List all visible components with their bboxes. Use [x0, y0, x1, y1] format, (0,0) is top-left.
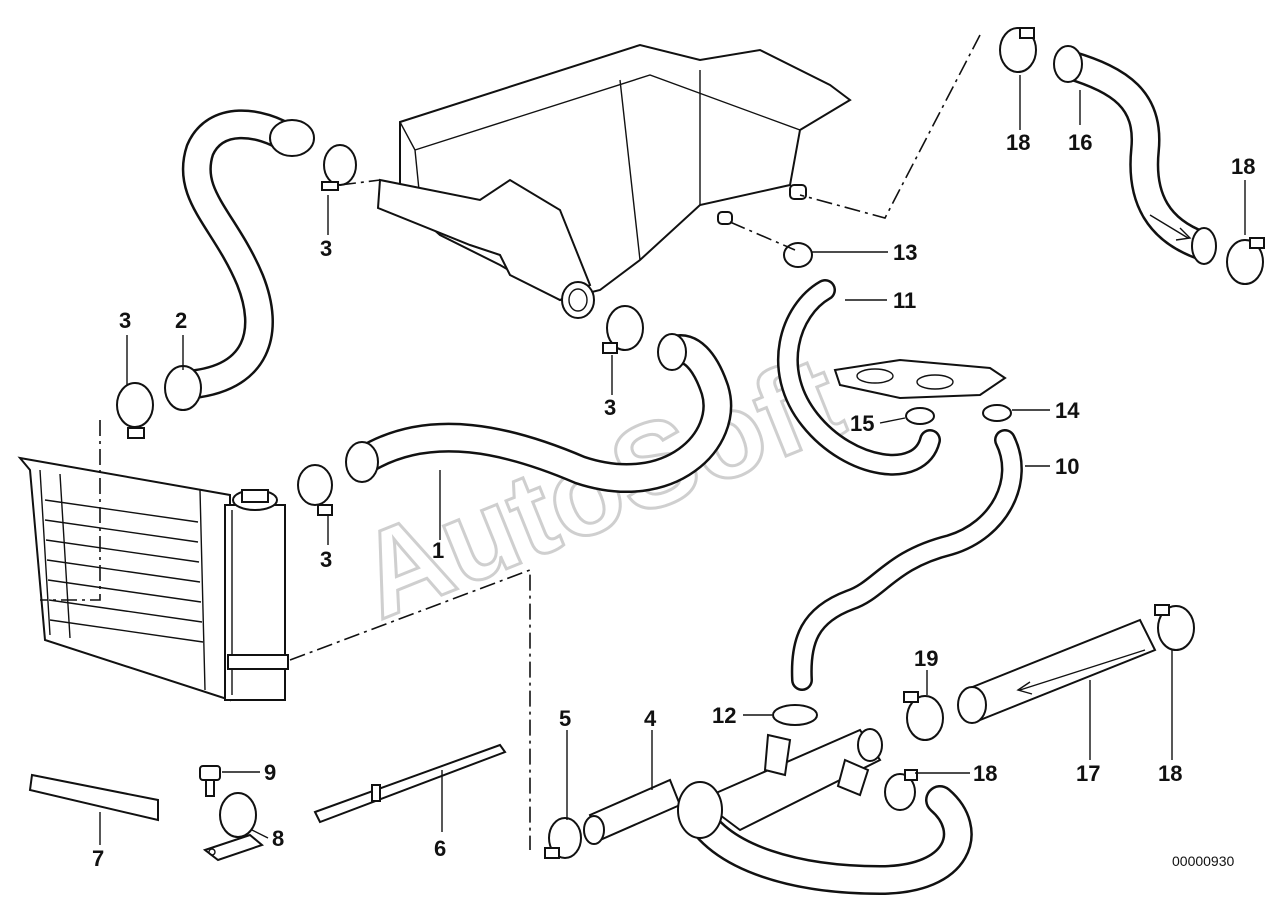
- part-6-strap: [313, 743, 507, 824]
- alignment-lines: [40, 34, 981, 850]
- clamp-12: [772, 704, 818, 726]
- label-5: 5: [559, 706, 571, 731]
- clamp-19: [903, 691, 944, 741]
- clamp-3-lower: [297, 464, 333, 516]
- label-15: 15: [850, 411, 874, 436]
- label-18-lower: 18: [973, 761, 997, 786]
- hose-2: [164, 109, 315, 411]
- hose-1: [345, 333, 733, 494]
- label-3-upper: 3: [320, 236, 332, 261]
- label-3-lower: 3: [320, 547, 332, 572]
- hose-17: [957, 618, 1157, 724]
- diagram-reference: 00000930: [1172, 853, 1235, 869]
- callout-labels: 1 2 3 3 3 3 4 5 6 7 8 9 10 11 12 13 14 1…: [92, 130, 1255, 871]
- label-18-upper-right: 18: [1231, 154, 1255, 179]
- clamp-18-lower: [884, 769, 918, 811]
- label-14: 14: [1055, 398, 1080, 423]
- label-1: 1: [432, 538, 444, 563]
- engine-block: [376, 43, 852, 319]
- label-8: 8: [272, 826, 284, 851]
- leader-lines: [99, 75, 1246, 845]
- part-9-bolt: [199, 765, 221, 797]
- part-8-bracket: [202, 792, 265, 862]
- label-18-upper-left: 18: [1006, 130, 1030, 155]
- clamp-3-middle: [602, 305, 644, 354]
- radiator: [17, 456, 289, 702]
- label-3-left: 3: [119, 308, 131, 333]
- label-4: 4: [644, 706, 657, 731]
- label-9: 9: [264, 760, 276, 785]
- label-12: 12: [712, 703, 736, 728]
- clamp-18-upper-left: [999, 27, 1037, 73]
- label-19: 19: [914, 646, 938, 671]
- part-7-strip: [28, 773, 159, 822]
- bottom-hose-assembly: [677, 728, 973, 895]
- label-16: 16: [1068, 130, 1092, 155]
- label-3-middle: 3: [604, 395, 616, 420]
- clamp-15: [905, 407, 935, 425]
- pipe-4: [583, 778, 682, 845]
- label-11: 11: [893, 288, 916, 313]
- label-2: 2: [175, 308, 187, 333]
- clamp-3-left: [116, 382, 154, 439]
- label-18-lower-right: 18: [1158, 761, 1182, 786]
- label-6: 6: [434, 836, 446, 861]
- flange-plate: [833, 358, 1007, 400]
- label-7: 7: [92, 846, 104, 871]
- hose-16: [1053, 45, 1217, 265]
- clamp-14: [982, 404, 1012, 422]
- clamp-5: [544, 817, 582, 859]
- label-13: 13: [893, 240, 917, 265]
- label-10: 10: [1055, 454, 1079, 479]
- hose-10: [790, 429, 1023, 691]
- clamp-18-upper-right: [1226, 237, 1265, 285]
- hose-11: [776, 279, 941, 476]
- clamp-18-lower-right: [1154, 604, 1195, 651]
- label-17: 17: [1076, 761, 1100, 786]
